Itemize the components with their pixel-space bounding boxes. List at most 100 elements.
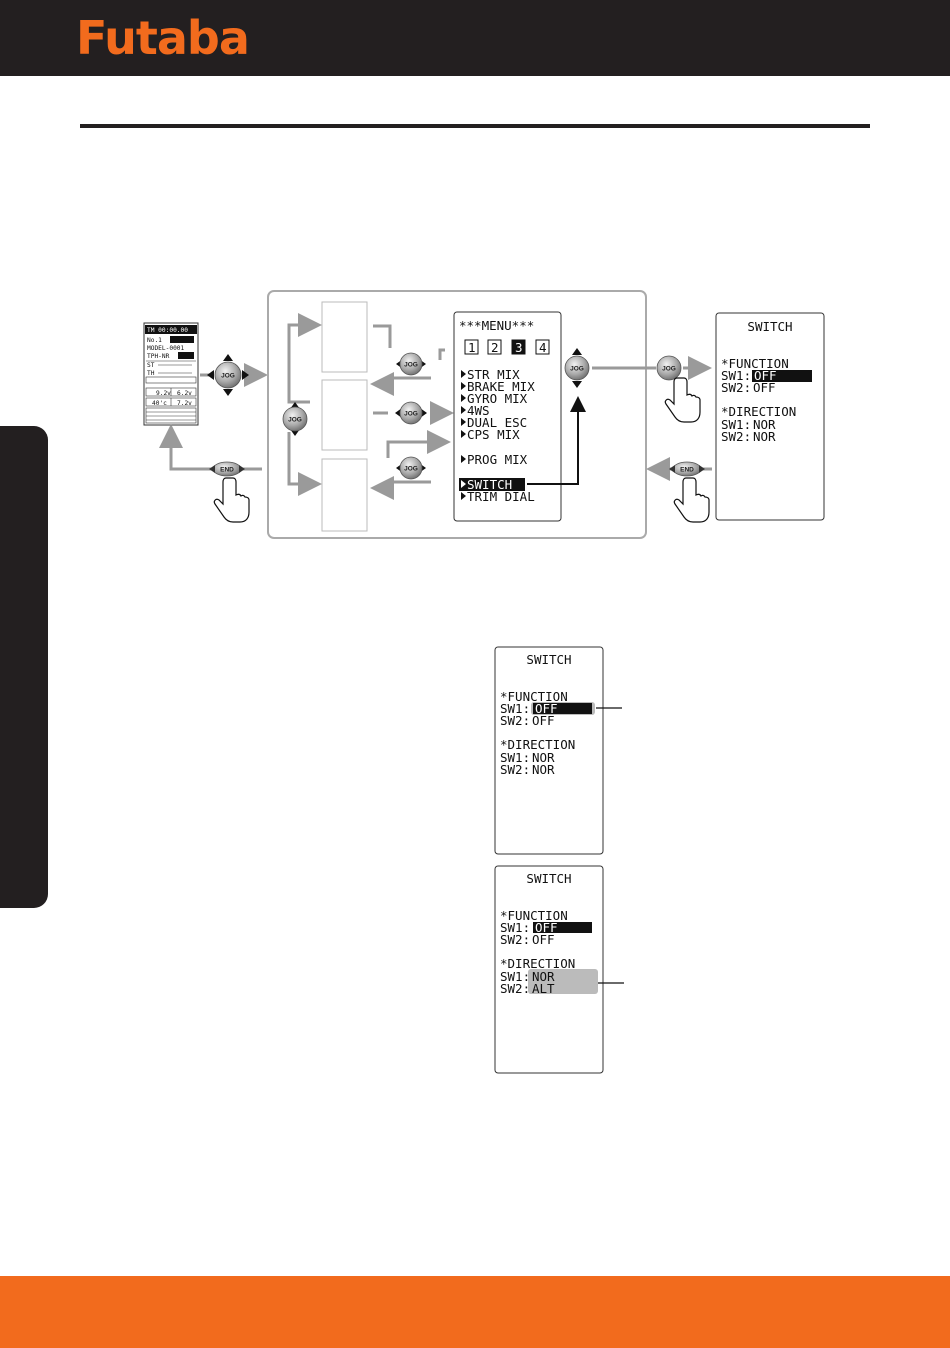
arrow-page-3-a [386, 430, 451, 458]
jog-dial-icon-page-2[interactable]: JOG [395, 401, 427, 425]
svg-text:JOG: JOG [404, 411, 418, 418]
jog-dial-icon-page-3[interactable]: JOG [396, 456, 426, 480]
menu-item-4ws[interactable]: 4WS [467, 403, 490, 418]
svg-text:OFF[interactable]: OFF [535, 920, 558, 935]
menu-page-tab-3[interactable]: 3 [515, 340, 523, 355]
arrow-to-page-3 [287, 432, 322, 496]
svg-text:OFF[interactable]: OFF [532, 713, 555, 728]
svg-text:NOR[interactable]: NOR [532, 762, 555, 777]
home-st-trim: ST [147, 362, 155, 369]
menu-item-cps-mix[interactable]: CPS MIX [467, 427, 520, 442]
menu-item-str-mix[interactable]: STR MIX [467, 367, 520, 382]
arrow-page-1-b [370, 372, 431, 396]
svg-text:JOG: JOG [404, 362, 418, 369]
futaba-logo: Futaba [76, 11, 250, 65]
arrow-end-to-home [159, 424, 262, 471]
home-screen: TM 00:00.00 No.1 MODEL-0001 TPH-NR ST TH… [143, 322, 199, 426]
svg-text:JOG: JOG [570, 366, 584, 373]
function-header: *FUNCTION [721, 356, 789, 371]
svg-text:END: END [680, 467, 694, 474]
dir-sw2-value-highlight[interactable]: ALT [532, 981, 555, 996]
end-button-icon-2[interactable]: END [669, 461, 705, 477]
svg-text:SW1:: SW1: [500, 920, 530, 935]
menu-screen: ***MENU*** 1 2 3 4 STR MIX BRAKE MIX GYR… [453, 311, 562, 522]
pointing-hand-icon [213, 477, 250, 523]
svg-text:*FUNCTION: *FUNCTION [500, 908, 568, 923]
dir-sw1-value[interactable]: NOR [753, 417, 776, 432]
svg-text:END: END [220, 467, 234, 474]
home-model-name: MODEL-0001 [147, 345, 185, 352]
switch-screen-example-direction: SWITCH *FUNCTION SW1: OFF SW2: OFF *DIRE… [494, 865, 604, 1074]
menu-item-prog-mix[interactable]: PROG MIX [467, 452, 528, 467]
home-battery-1: 9.2v [156, 390, 171, 397]
arrow-page-3-b [370, 476, 431, 500]
svg-text:SWITCH: SWITCH [526, 871, 571, 886]
home-th-trim: TH [147, 370, 155, 377]
dir-sw1-value-highlight[interactable]: NOR [532, 969, 555, 984]
section-divider [80, 124, 870, 128]
menu-title: ***MENU*** [459, 318, 534, 333]
menu-page-tab-2[interactable]: 2 [491, 340, 499, 355]
svg-text:SW2:: SW2: [500, 713, 530, 728]
switch-screen: SWITCH *FUNCTION SW1: OFF SW2: OFF *DIRE… [715, 312, 825, 521]
switch-screen-example-function: SWITCH *FUNCTION SW1: OFF SW2: OFF *DIRE… [494, 646, 604, 855]
menu-page-1 [321, 301, 368, 373]
menu-item-switch[interactable]: SWITCH [467, 477, 512, 492]
sw2-label: SW2: [721, 380, 751, 395]
sw1-value[interactable]: OFF [754, 368, 777, 383]
svg-text:JOG: JOG [662, 366, 676, 373]
home-mode: TPH-NR [147, 353, 170, 360]
dir-sw1-label: SW1: [721, 417, 751, 432]
sw1-value-highlight[interactable]: OFF [535, 701, 558, 716]
page-footer [0, 1276, 950, 1348]
direction-header: *DIRECTION [721, 404, 796, 419]
chapter-tab: 3. FUNKTIONEN [0, 426, 48, 1168]
page-header: Futaba [0, 0, 950, 76]
jog-dial-icon-page-1[interactable]: JOG [396, 352, 426, 376]
svg-text:*DIRECTION: *DIRECTION [500, 956, 575, 971]
menu-page-2 [321, 379, 368, 451]
sw2-value[interactable]: OFF [753, 380, 776, 395]
svg-text:SW2:: SW2: [500, 762, 530, 777]
home-timer: TM 00:00.00 [147, 327, 188, 334]
svg-text:SW1:: SW1: [500, 750, 530, 765]
arrow-page-1-a [373, 324, 392, 348]
sw1-label: SW1: [721, 368, 751, 383]
svg-text:SW2:: SW2: [500, 981, 530, 996]
svg-text:JOG: JOG [404, 466, 418, 473]
home-temp: 40'c [152, 400, 167, 407]
arrow-to-page-1 [287, 313, 322, 404]
jog-dial-icon-menu[interactable]: JOG [564, 348, 590, 388]
svg-text:OFF[interactable]: OFF [532, 932, 555, 947]
menu-page-tab-4[interactable]: 4 [539, 340, 547, 355]
menu-page-3 [321, 458, 368, 532]
svg-text:JOG: JOG [221, 373, 235, 380]
menu-page-tab-1[interactable]: 1 [468, 340, 476, 355]
svg-text:JOG: JOG [288, 417, 302, 424]
dir-sw2-value[interactable]: NOR [753, 429, 776, 444]
home-voltage: 7.2v [177, 400, 192, 407]
menu-item-dual-esc[interactable]: DUAL ESC [467, 415, 527, 430]
svg-text:*FUNCTION: *FUNCTION [500, 689, 568, 704]
svg-text:SW1:: SW1: [500, 701, 530, 716]
jog-press-icon[interactable]: JOG [656, 355, 682, 381]
home-battery-2: 6.2v [177, 390, 192, 397]
svg-text:*DIRECTION: *DIRECTION [500, 737, 575, 752]
dir-sw2-label: SW2: [721, 429, 751, 444]
menu-group-frame [267, 290, 647, 539]
pointing-hand-icon-3 [673, 477, 710, 523]
end-button-icon[interactable]: END [209, 461, 245, 477]
menu-item-brake-mix[interactable]: BRAKE MIX [467, 379, 535, 394]
jog-dial-icon[interactable]: JOG [207, 354, 249, 396]
svg-text:NOR[interactable]: NOR [532, 750, 555, 765]
menu-item-trim-dial[interactable]: TRIM DIAL [467, 489, 535, 504]
jog-dial-icon-inner[interactable]: JOG [282, 402, 308, 436]
svg-text:SW2:: SW2: [500, 932, 530, 947]
pointing-hand-icon-2 [664, 377, 701, 423]
svg-text:SW1:: SW1: [500, 969, 530, 984]
pointer-switch-selection [527, 396, 586, 485]
home-model-no: No.1 [147, 337, 162, 344]
svg-text:SWITCH: SWITCH [526, 652, 571, 667]
menu-item-gyro-mix[interactable]: GYRO MIX [467, 391, 528, 406]
